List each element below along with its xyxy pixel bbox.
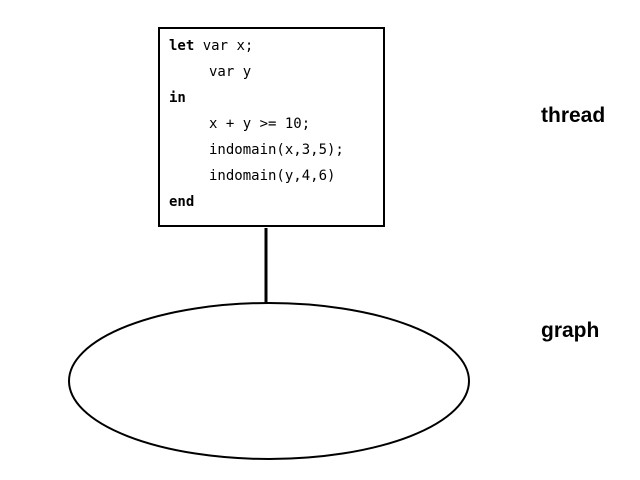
keyword-let: let: [169, 38, 195, 54]
code-line-in: in: [169, 85, 344, 111]
code-text-indomain-x: indomain(x,3,5);: [209, 142, 344, 158]
code-text-var-y: var y: [209, 64, 252, 80]
thread-label: thread: [541, 104, 606, 127]
code-line-let: let var x;: [169, 33, 344, 59]
keyword-end: end: [169, 194, 195, 210]
code-line-end: end: [169, 189, 344, 215]
code-line-constraint: x + y >= 10;: [169, 111, 344, 137]
graph-ellipse: [68, 302, 470, 460]
keyword-in: in: [169, 90, 186, 106]
code-line-indomain-y: indomain(y,4,6): [169, 163, 344, 189]
code-text-indomain-y: indomain(y,4,6): [209, 168, 336, 184]
code-line-var-y: var y: [169, 59, 344, 85]
code-text-constraint: x + y >= 10;: [209, 116, 311, 132]
thread-code-box: let var x; var y in x + y >= 10; indomai…: [158, 27, 385, 227]
code-lines: let var x; var y in x + y >= 10; indomai…: [169, 33, 344, 215]
graph-label: graph: [541, 319, 600, 342]
code-text-var-x: var x;: [194, 38, 254, 54]
code-line-indomain-x: indomain(x,3,5);: [169, 137, 344, 163]
